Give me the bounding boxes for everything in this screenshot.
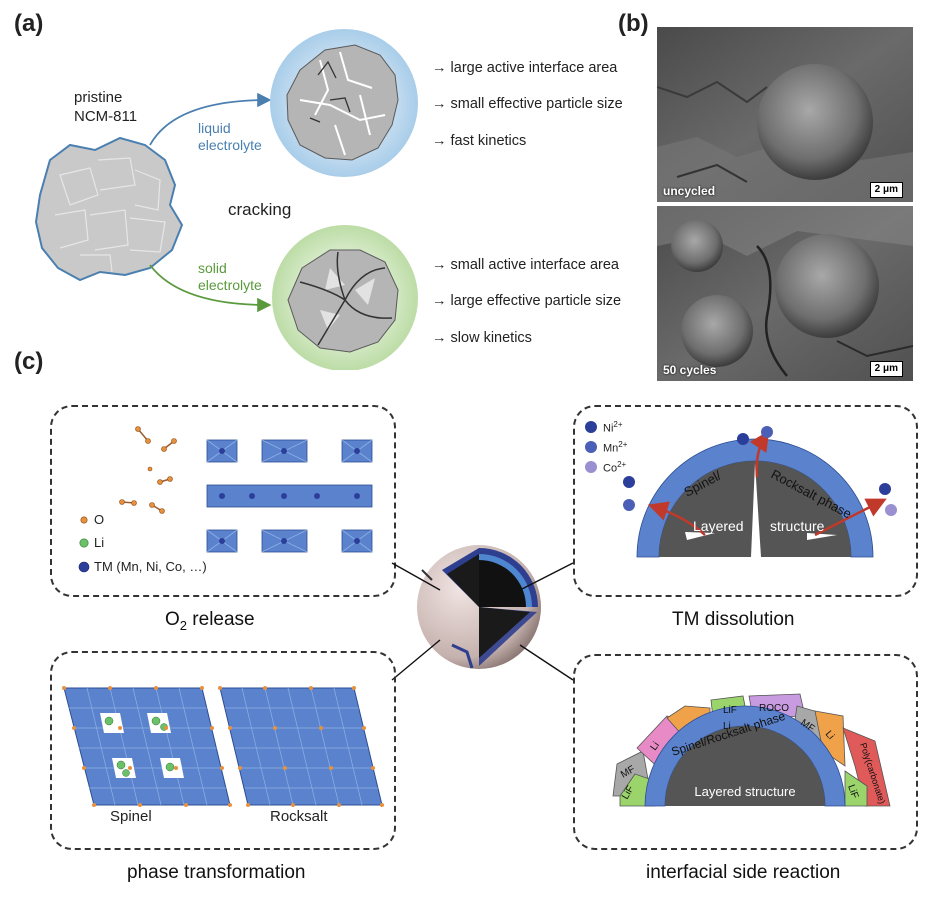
sei-species-lif-right: LiF [845,783,860,800]
tm-core-left-label: Layered [693,518,744,534]
rocksalt-label: Rocksalt [270,808,328,825]
panel-a-letter: (a) [14,10,44,37]
side-core-label: Layered structure [694,784,795,799]
central-particle [417,545,541,669]
ni-label: Ni [603,422,614,435]
mn-charge: 2+ [618,440,628,449]
pristine-label: pristine NCM-811 [74,88,137,126]
tm-ions [585,421,897,516]
panel-c-letter: (c) [14,348,44,375]
liquid-label-line2: electrolyte [198,137,262,153]
legend-tm-label: TM (Mn, Ni, Co, …) [94,559,207,574]
solid-outcome-2: → large effective particle size [432,293,622,309]
phase-transformation-graphic [62,686,384,807]
sem-uncycled-label: uncycled [663,184,716,198]
sei-species-roco2li: ROCO [759,703,789,714]
o2-release-box: O Li TM (Mn, Ni, Co, …) [50,405,396,597]
liquid-outcome-1: → large active interface area [432,60,618,76]
pristine-label-line1: pristine [74,89,123,106]
cracking-label: cracking [228,200,292,219]
sem-image-50-cycles: 50 cycles 2 μm [657,206,913,381]
legend-oxygen-label: O [94,512,105,527]
o2-caption-main: O [165,609,180,630]
solid-arrow [149,264,272,313]
liquid-electrolyte-label: liquid electrolyte [198,120,262,154]
o2-release-caption: O2 release [165,609,255,633]
legend-mn-label: Mn2+ [603,440,627,455]
rocksalt-lattice [218,686,384,807]
panel-a-graphic [34,29,418,370]
liquid-outcome-2: → small effective particle size [432,96,623,112]
co-charge: 2+ [617,460,627,469]
interfacial-side-reaction-graphic: MF LiF Li LiF Li ROCO Li MF Poly(carbona… [612,693,891,807]
spinel-lattice [62,686,232,807]
phase-transformation-box: Spinel Rocksalt [50,651,396,850]
pristine-particle [34,136,184,282]
liquid-cracked-particle [270,29,418,177]
o2-caption-rest: release [187,609,255,630]
ni-charge: 2+ [613,420,623,429]
liquid-outcome-3: → fast kinetics [432,133,527,149]
mn-label: Mn [603,442,619,455]
panel-b-letter: (b) [618,10,649,37]
tm-dissolution-graphic: Spinel/ Rocksalt phase Layered structure [585,421,897,558]
sem-image-uncycled: uncycled 2 μm [657,27,913,202]
legend-ni-label: Ni2+ [603,420,623,435]
sei-species-lif-top: LiF [723,705,737,716]
legend-lithium-marker [79,538,89,548]
sem-uncycled-scalebar: 2 μm [869,182,903,198]
pristine-label-line2: NCM-811 [74,108,138,125]
solid-outcome-3: → slow kinetics [432,330,532,346]
spinel-label: Spinel [110,808,152,825]
legend-co-label: Co2+ [603,460,626,475]
legend-lithium-label: Li [94,535,105,550]
o2-caption-subscript: 2 [179,617,188,633]
liquid-label-line1: liquid [198,120,231,136]
solid-outcome-1: → small active interface area [432,257,619,273]
interfacial-side-reaction-caption: interfacial side reaction [646,862,841,883]
solid-cracked-particle [272,225,418,370]
legend-oxygen-marker [80,516,88,524]
interfacial-side-reaction-box: MF LiF Li LiF Li ROCO Li MF Poly(carbona… [573,654,918,850]
sem-50-cycles-label: 50 cycles [663,363,717,377]
tm-dissolution-caption: TM dissolution [672,609,795,630]
solid-label-line1: solid [198,260,227,276]
sem-50-cycles-scalebar: 2 μm [869,361,903,377]
solid-label-line2: electrolyte [198,277,262,293]
sem-50-cycles-graphic [657,206,913,381]
solid-electrolyte-label: solid electrolyte [198,260,262,294]
sem-uncycled-graphic [657,27,913,202]
phase-transformation-caption: phase transformation [127,862,306,883]
tm-dissolution-box: Spinel/ Rocksalt phase Layered structure… [573,405,918,597]
legend-tm-marker [78,561,90,573]
sei-species-li2co3: Li [723,721,731,732]
tm-core-right-label: structure [770,518,825,534]
o2-release-graphic [78,426,373,573]
co-label: Co [603,462,618,475]
liquid-arrow [149,92,272,146]
